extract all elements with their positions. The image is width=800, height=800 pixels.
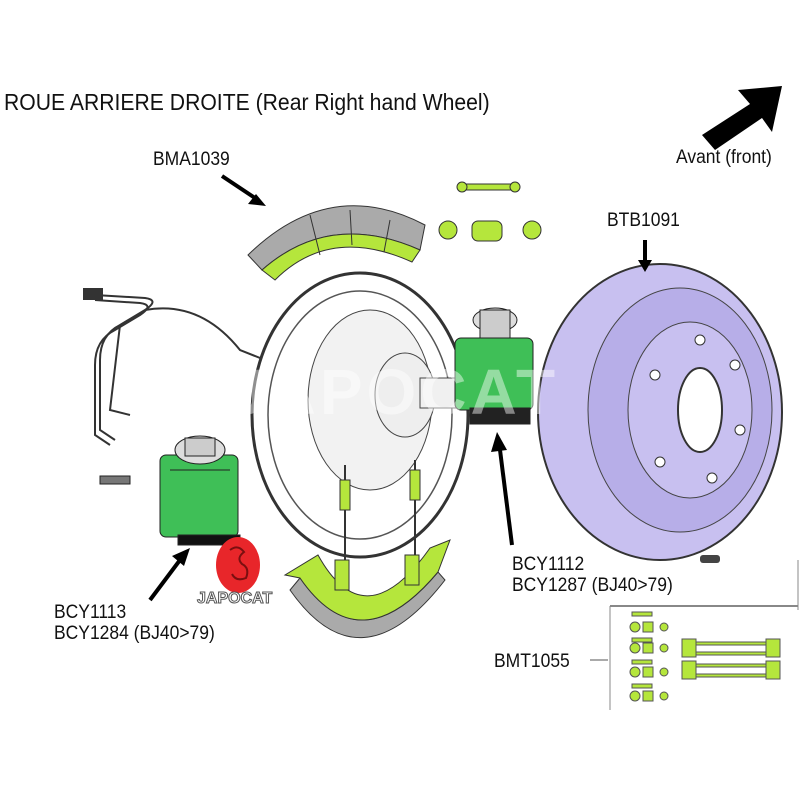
part-label-cyl-right-2: BCY1287 (BJ40>79)	[512, 575, 673, 596]
brake-shoe-upper	[247, 205, 426, 281]
left-cyl-pointer	[148, 558, 182, 602]
shoe-pointer	[220, 174, 260, 202]
backplate	[250, 271, 471, 590]
part-label-drum: BTB1091	[607, 210, 680, 231]
brake-drum	[537, 263, 783, 561]
brake-shoe-lower	[283, 539, 451, 638]
part-label-cyl-left-2: BCY1284 (BJ40>79)	[54, 623, 215, 644]
fitting-kit-box	[590, 560, 799, 710]
front-label: Avant (front)	[676, 147, 772, 168]
watermark: JAPOCAT	[230, 356, 560, 428]
wheel-cylinder-right	[454, 307, 534, 425]
right-cyl-pointer	[498, 449, 514, 546]
shoe-pointer-head	[248, 194, 266, 206]
right-cyl-pointer-head	[491, 432, 507, 452]
part-label-fitting-kit: BMT1055	[494, 651, 570, 672]
logo-text: JAPOCAT	[196, 590, 273, 608]
left-cyl-pointer-head	[172, 548, 190, 566]
drum-pointer-head	[638, 260, 652, 272]
page-title: ROUE ARRIERE DROITE (Rear Right hand Whe…	[4, 89, 490, 115]
part-label-shoe: BMA1039	[153, 149, 230, 170]
brake-pipe	[83, 288, 266, 446]
japocat-logo	[216, 537, 260, 593]
part-label-cyl-right-1: BCY1112	[512, 554, 585, 575]
adjuster-parts	[438, 181, 542, 242]
front-arrow-icon	[702, 86, 782, 150]
bleed-screw	[700, 555, 720, 563]
part-label-cyl-left-1: BCY1113	[54, 602, 127, 623]
logo-cat-icon	[229, 546, 249, 581]
wheel-cylinder-left	[99, 435, 241, 546]
